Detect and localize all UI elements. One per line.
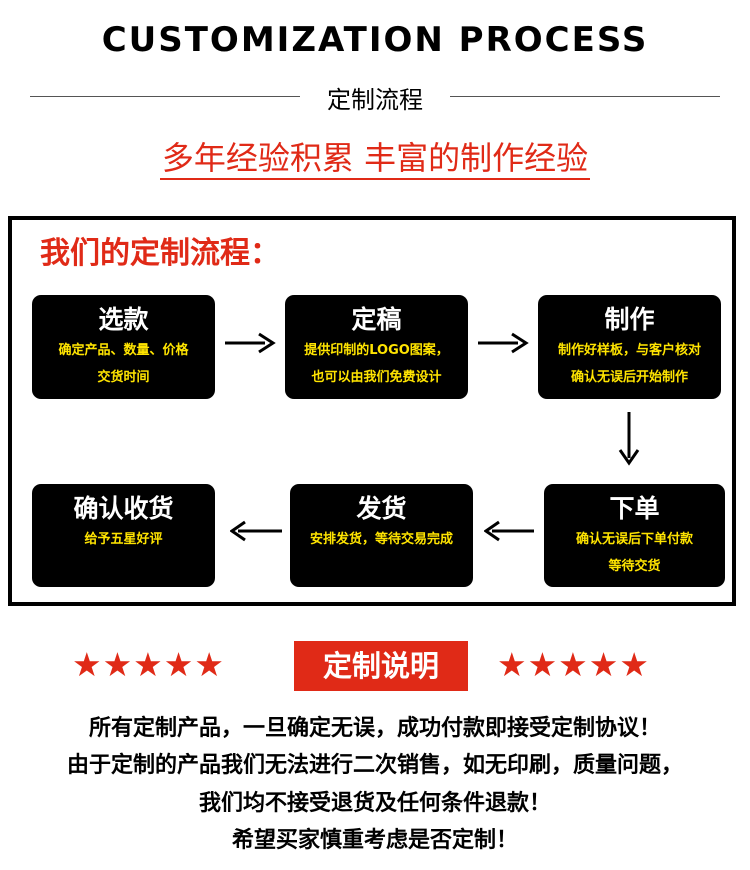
notice-badge: 定制说明 <box>294 641 468 691</box>
step-title: 确认收货 <box>73 494 174 523</box>
step-description: 确认无误后开始制作 <box>570 370 688 385</box>
step-description: 也可以由我们免费设计 <box>311 370 442 385</box>
step-description: 给予五星好评 <box>84 532 163 547</box>
process-heading: 我们的定制流程： <box>40 236 280 271</box>
arrow-right-icon <box>478 332 529 354</box>
step-description: 确认无误后下单付款 <box>575 532 693 547</box>
step-description: 提供印制的LOGO图案， <box>304 343 449 358</box>
notice-line: 我们均不接受退货及任何条件退款！ <box>198 791 551 816</box>
step-select-style: 选款 确定产品、数量、价格 交货时间 <box>32 295 215 399</box>
arrow-right-icon <box>225 332 276 354</box>
step-title: 下单 <box>609 494 660 523</box>
process-panel <box>8 216 736 606</box>
step-finalize-design: 定稿 提供印制的LOGO图案， 也可以由我们免费设计 <box>285 295 468 399</box>
step-description: 安排发货，等待交易完成 <box>309 532 453 547</box>
step-title: 制作 <box>604 305 655 334</box>
notice-line: 所有定制产品，一旦确定无误，成功付款即接受定制协议！ <box>88 716 661 741</box>
step-description: 交货时间 <box>97 370 150 385</box>
step-confirm-receipt: 确认收货 给予五星好评 <box>32 484 215 587</box>
step-description: 确定产品、数量、价格 <box>58 343 189 358</box>
page-subtitle: 定制流程 <box>327 86 423 114</box>
step-title: 选款 <box>98 305 149 334</box>
arrow-left-icon <box>230 520 282 542</box>
arrow-down-icon <box>618 412 640 466</box>
divider-right <box>450 96 720 97</box>
notice-line: 由于定制的产品我们无法进行二次销售，如无印刷，质量问题， <box>66 753 683 778</box>
stars-right-icon: ★★★★★ <box>497 645 650 684</box>
divider-left <box>30 96 300 97</box>
slogan: 多年经验积累 丰富的制作经验 <box>0 133 750 180</box>
step-production: 制作 制作好样板，与客户核对 确认无误后开始制作 <box>538 295 721 399</box>
slogan-text: 多年经验积累 丰富的制作经验 <box>159 139 591 180</box>
notice-line: 希望买家慎重考虑是否定制！ <box>231 828 518 853</box>
step-place-order: 下单 确认无误后下单付款 等待交货 <box>544 484 725 587</box>
step-description: 制作好样板，与客户核对 <box>557 343 701 358</box>
step-title: 定稿 <box>351 305 402 334</box>
subtitle-row: 定制流程 <box>30 80 720 114</box>
stars-left-icon: ★★★★★ <box>72 645 225 684</box>
step-shipping: 发货 安排发货，等待交易完成 <box>290 484 473 587</box>
arrow-left-icon <box>484 520 534 542</box>
step-title: 发货 <box>356 494 407 523</box>
page-title: CUSTOMIZATION PROCESS <box>101 20 649 60</box>
step-description: 等待交货 <box>608 559 661 574</box>
